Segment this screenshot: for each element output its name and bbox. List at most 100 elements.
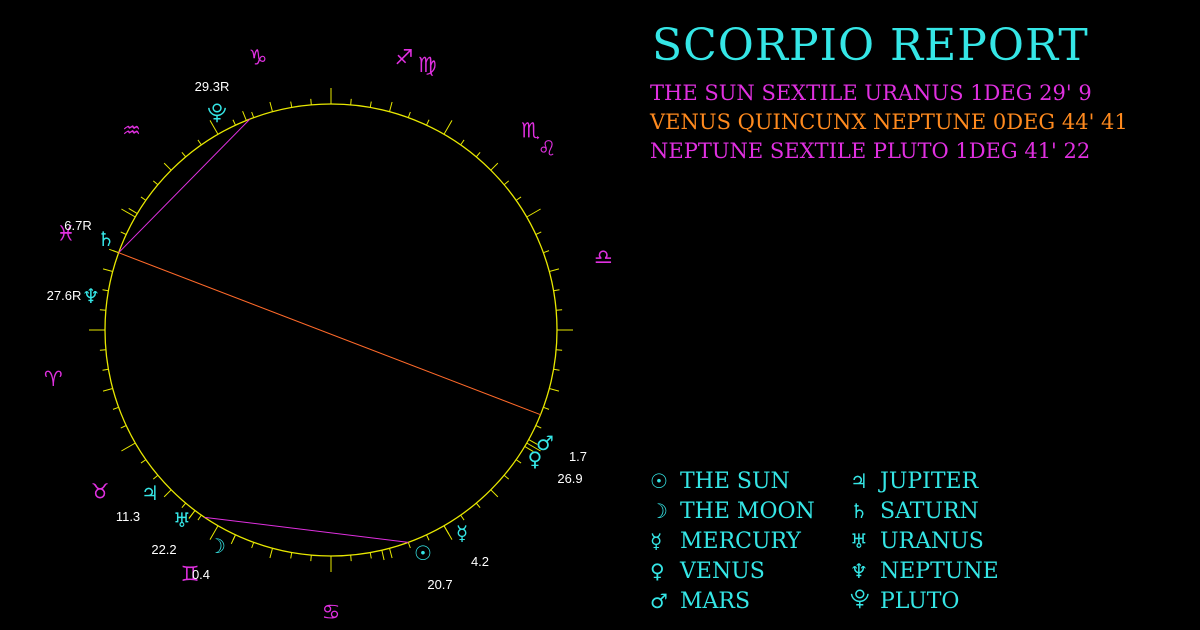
pluto-icon: ⯓: [850, 586, 870, 610]
wheel-tick: [120, 425, 127, 429]
mercury-degree-label: 4.2: [471, 554, 489, 569]
wheel-tick: [102, 388, 113, 392]
legend-label-mercury: MERCURY: [680, 528, 801, 554]
aspect-sun-sextile-uranus: THE SUN SEXTILE URANUS 1DEG 29' 9: [650, 81, 1092, 105]
sun-icon: ☉: [650, 469, 668, 493]
wheel-tick: [197, 139, 202, 146]
pluto-icon: ⯓: [207, 100, 227, 124]
legend-label-uranus: URANUS: [880, 528, 984, 554]
legend-label-mars: MARS: [680, 588, 751, 614]
wheel-tick: [163, 162, 172, 171]
pluto-marker: [242, 110, 247, 121]
legend-item-jupiter: ♃JUPITER: [850, 468, 1050, 494]
uranus-icon: ♅: [850, 529, 868, 553]
wheel-tick: [152, 474, 159, 480]
moon-icon: ☽: [650, 499, 668, 523]
legend-label-saturn: SATURN: [880, 498, 979, 524]
legend-item-saturn: ♄ SATURN: [850, 498, 1050, 524]
wheel-tick: [515, 196, 522, 201]
wheel-tick: [163, 489, 172, 498]
cancer-sign: ♋: [322, 600, 341, 624]
legend-item-mercury: ☿ MERCURY: [650, 528, 850, 554]
wheel-tick: [475, 502, 481, 509]
wheel-tick: [350, 98, 352, 105]
wheel-tick: [140, 196, 147, 201]
wheel-tick: [112, 406, 119, 410]
report-title: SCORPIO REPORT: [652, 20, 1089, 71]
saturn-icon: ♄: [850, 499, 868, 523]
wheel-tick: [232, 119, 236, 126]
wheel-tick: [209, 120, 219, 135]
legend-item-venus: ♀VENUS: [650, 558, 850, 584]
scorpio-sign: ♏: [521, 119, 540, 143]
wheel-tick: [102, 368, 109, 371]
wheel-tick: [549, 388, 560, 392]
wheel-tick: [181, 502, 187, 509]
wheel-tick: [443, 120, 453, 135]
wheel-tick: [543, 406, 550, 410]
wheel-tick: [526, 208, 541, 218]
libra-sign: ♎: [594, 245, 613, 269]
jupiter-degree-label: 11.3: [116, 509, 140, 524]
legend-item-neptune: ♆ NEPTUNE: [850, 558, 1050, 584]
sun-marker: [381, 550, 385, 561]
jupiter-icon: ♃: [850, 469, 868, 493]
wheel-tick: [543, 250, 550, 254]
wheel-tick: [526, 442, 541, 452]
aspect-line-neptune-pluto: [118, 118, 251, 254]
wheel-tick: [290, 552, 293, 559]
wheel-tick: [99, 309, 106, 311]
aspect-neptune-sextile-pluto: NEPTUNE SEXTILE PLUTO 1DEG 41' 22: [650, 139, 1091, 163]
neptune-icon: ♆: [850, 559, 868, 583]
pisces-sign: ♓: [57, 222, 76, 246]
mars-marker: [528, 439, 538, 445]
wheel-tick: [407, 542, 411, 549]
wheel-tick: [549, 268, 560, 272]
wheel-tick: [99, 349, 106, 351]
leo-sign: ♌: [538, 137, 557, 161]
legend-item-sun: ☉THE SUN: [650, 468, 850, 494]
wheel-tick: [426, 119, 430, 126]
virgo-sign: ♍: [418, 53, 437, 77]
jupiter-icon: ♃: [141, 481, 159, 505]
wheel-tick: [121, 442, 136, 452]
wheel-tick: [389, 548, 393, 559]
venus-degree-label: 26.9: [557, 471, 582, 486]
wheel-tick: [460, 139, 465, 146]
aspect-line-venus-neptune: [118, 252, 541, 416]
legend-item-moon: ☽ THE MOON: [650, 498, 850, 524]
wheel-tick: [209, 525, 219, 540]
wheel-tick: [553, 368, 560, 371]
wheel-tick: [350, 555, 352, 562]
wheel-tick: [553, 289, 560, 292]
aspect-list: THE SUN SEXTILE URANUS 1DEG 29' 9 VENUS …: [650, 79, 1128, 166]
saturn-marker: [128, 208, 138, 215]
legend-label-moon: THE MOON: [680, 498, 815, 524]
wheel-tick: [490, 162, 499, 171]
saturn-icon: ♄: [97, 227, 115, 251]
mars-degree-label: 1.7: [569, 449, 587, 464]
wheel-tick: [503, 474, 510, 480]
wheel-tick: [269, 101, 273, 112]
wheel-tick: [251, 111, 255, 118]
wheel-tick: [389, 101, 393, 112]
uranus-marker: [188, 510, 196, 519]
legend-item-uranus: ♅ URANUS: [850, 528, 1050, 554]
wheel-tick: [310, 555, 312, 562]
gemini-sign: ♊: [181, 562, 200, 586]
planet-legend: ☉THE SUN ♃JUPITER ☽ THE MOON ♄ SATURN ☿ MER…: [650, 468, 1050, 614]
legend-item-mars: ♂MARS: [650, 588, 850, 614]
mercury-icon: ☿: [650, 529, 663, 553]
wheel-tick: [152, 180, 159, 186]
aries-sign: ♈: [44, 367, 63, 391]
wheel-tick: [290, 101, 293, 108]
wheel-tick: [556, 309, 563, 311]
wheel-tick: [460, 514, 465, 521]
mercury-marker: [443, 525, 450, 535]
wheel-tick: [102, 268, 113, 272]
neptune-marker: [109, 248, 119, 254]
mars-icon: ♂: [536, 431, 554, 455]
legend-item-pluto: ⯓PLUTO: [850, 586, 1050, 614]
legend-label-neptune: NEPTUNE: [880, 558, 999, 584]
saturn-degree-label: 6.7R: [64, 218, 91, 233]
